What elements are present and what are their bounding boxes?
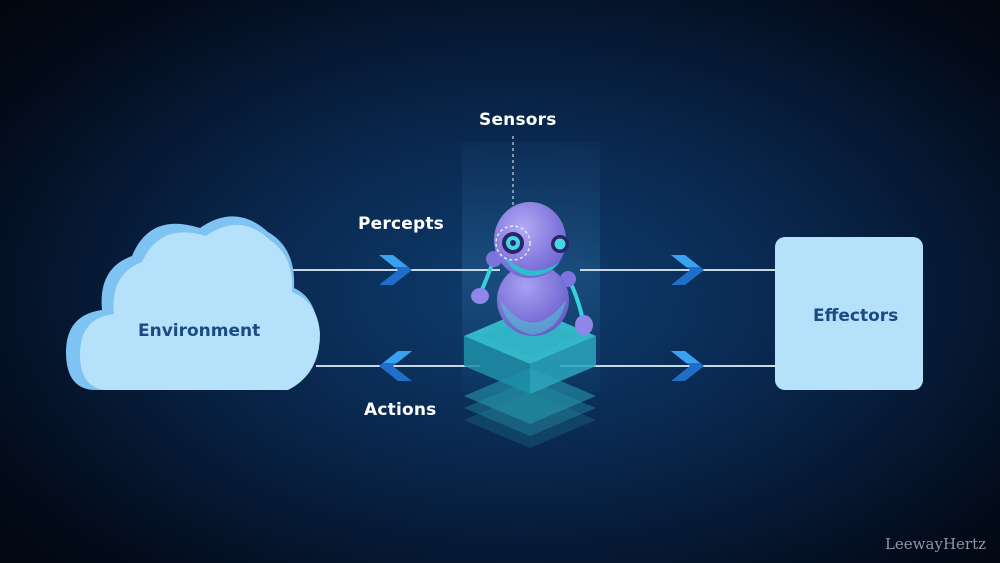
environment-cloud <box>66 216 320 390</box>
environment-label: Environment <box>138 321 261 341</box>
percepts-label: Percepts <box>358 214 444 234</box>
actions-arrow-left <box>379 351 412 381</box>
effectors-box <box>775 237 923 390</box>
actions-label: Actions <box>364 400 437 420</box>
actions-arrow-right <box>671 351 704 381</box>
effectors-label: Effectors <box>813 306 899 326</box>
robot-illustration <box>471 202 593 336</box>
percepts-arrow-left <box>379 255 412 285</box>
brand-watermark: LeewayHertz <box>884 535 986 553</box>
sensors-label: Sensors <box>479 110 557 130</box>
percepts-arrow-right <box>671 255 704 285</box>
